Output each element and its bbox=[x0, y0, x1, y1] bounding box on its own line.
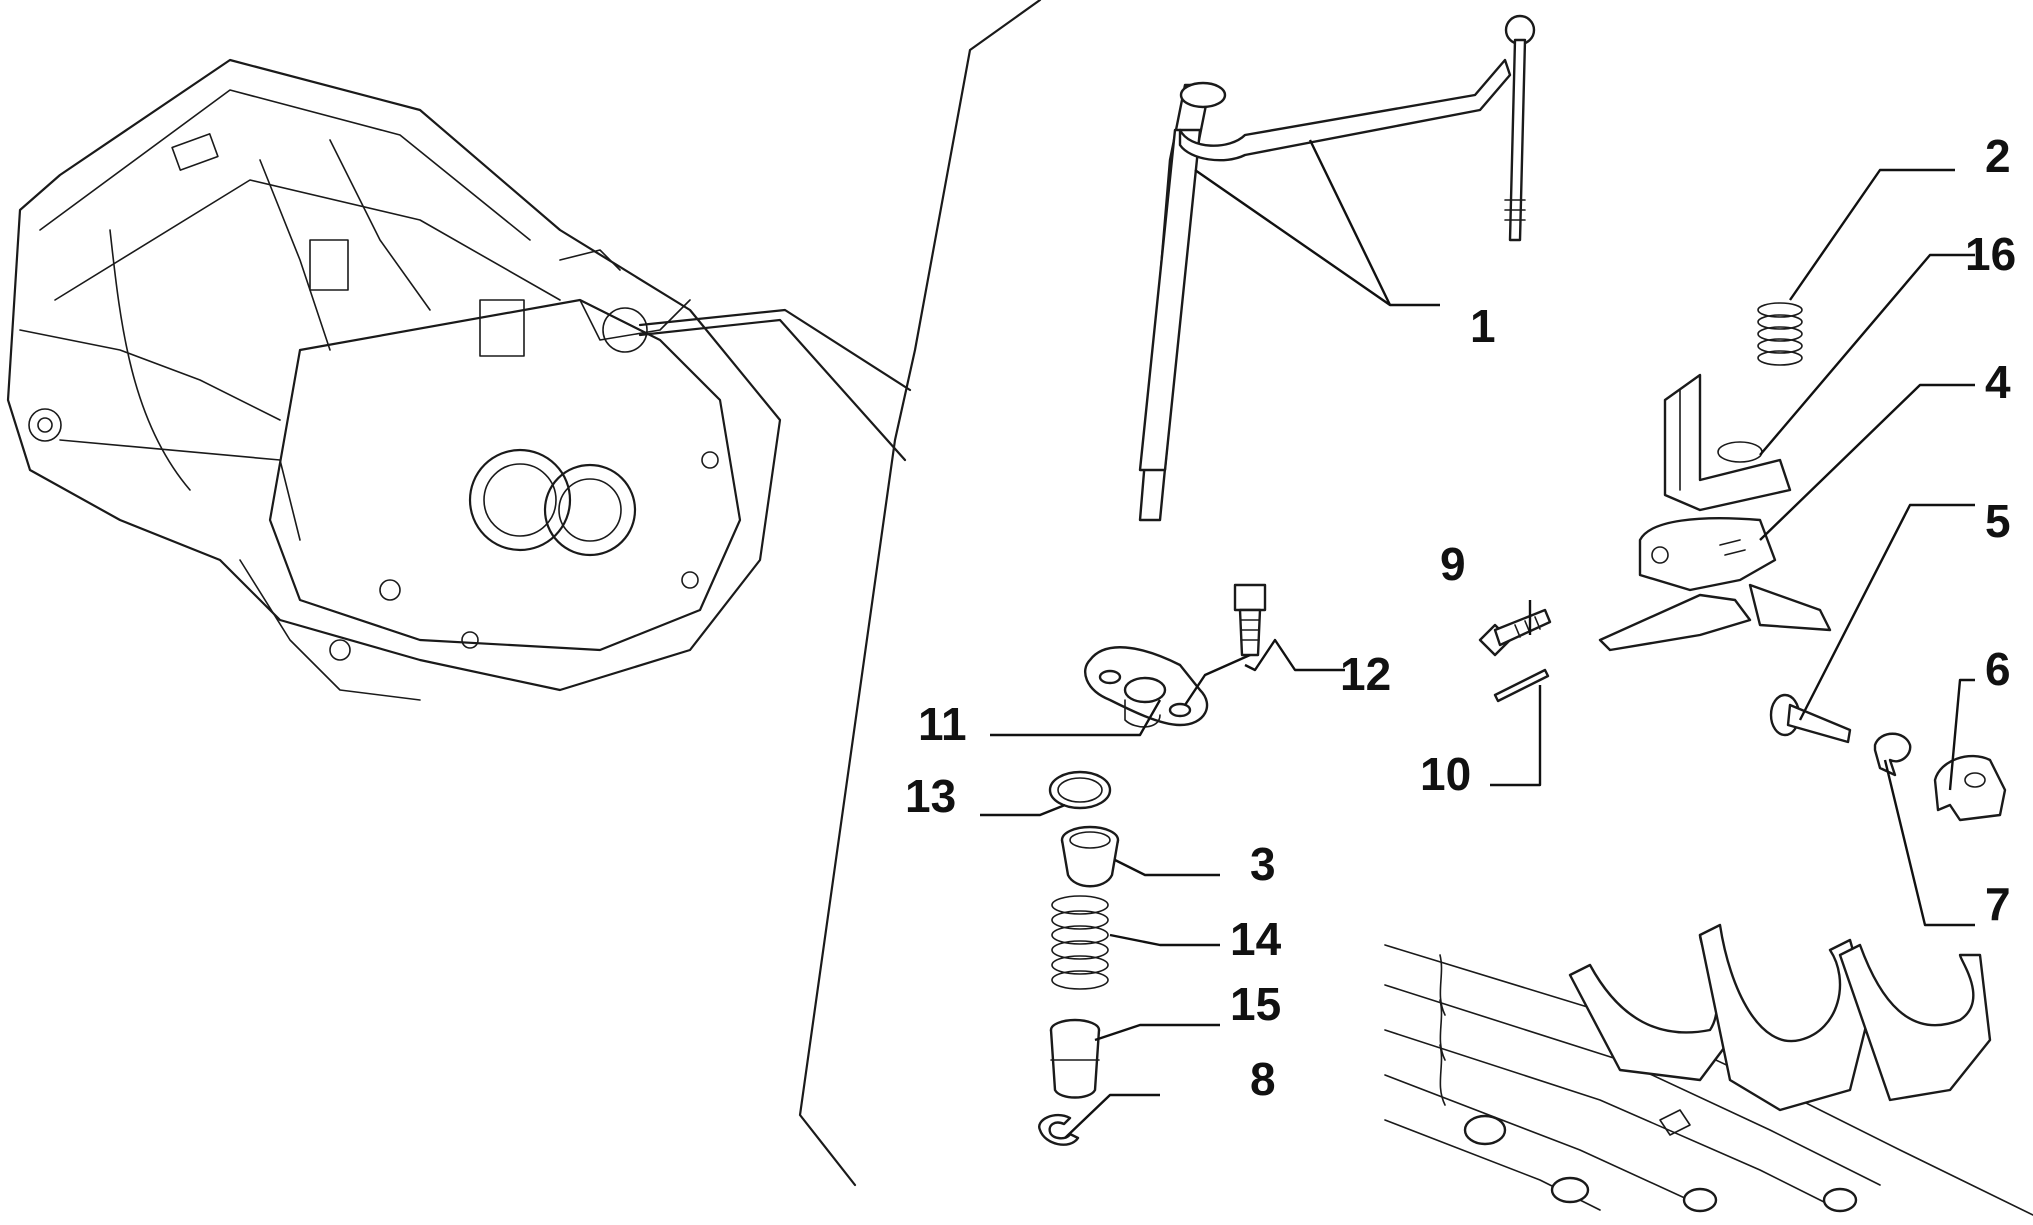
callout-7: 7 bbox=[1985, 878, 2011, 930]
shift-fork-assembly bbox=[1384, 923, 2033, 1216]
callout-5: 5 bbox=[1985, 495, 2011, 547]
callout-11: 11 bbox=[918, 698, 967, 750]
spring-2 bbox=[1757, 302, 1803, 366]
callout-1: 1 bbox=[1470, 300, 1496, 352]
callout-8: 8 bbox=[1250, 1053, 1276, 1105]
pin-10 bbox=[1493, 668, 1550, 703]
plunger-15 bbox=[1049, 1018, 1101, 1099]
gearbox-housing bbox=[6, 58, 782, 701]
clip-7 bbox=[1873, 732, 1912, 777]
callout-2: 2 bbox=[1985, 130, 2011, 182]
selector-finger-4 bbox=[1598, 517, 1832, 652]
circlip-8 bbox=[1038, 1113, 1080, 1146]
callout-12: 12 bbox=[1340, 648, 1391, 700]
callout-15: 15 bbox=[1230, 978, 1281, 1030]
callout-13: 13 bbox=[905, 770, 956, 822]
bolt-9 bbox=[1478, 608, 1552, 657]
section-separator bbox=[798, 0, 1042, 1187]
flange-11 bbox=[1084, 646, 1209, 728]
callout-10: 10 bbox=[1420, 748, 1471, 800]
callout-6: 6 bbox=[1985, 643, 2011, 695]
bolt-12 bbox=[1233, 583, 1267, 657]
callout-14: 14 bbox=[1230, 913, 1282, 965]
selector-shaft bbox=[1138, 14, 1536, 522]
bushing-3 bbox=[1060, 825, 1120, 888]
callout-3: 3 bbox=[1250, 838, 1276, 890]
callout-16: 16 bbox=[1965, 228, 2016, 280]
callout-9: 9 bbox=[1440, 538, 1466, 590]
bracket-16 bbox=[1663, 373, 1792, 512]
spring-14 bbox=[1051, 895, 1109, 990]
callout-4: 4 bbox=[1985, 356, 2011, 408]
block-6 bbox=[1933, 754, 2007, 822]
detail-pointer bbox=[638, 308, 912, 392]
